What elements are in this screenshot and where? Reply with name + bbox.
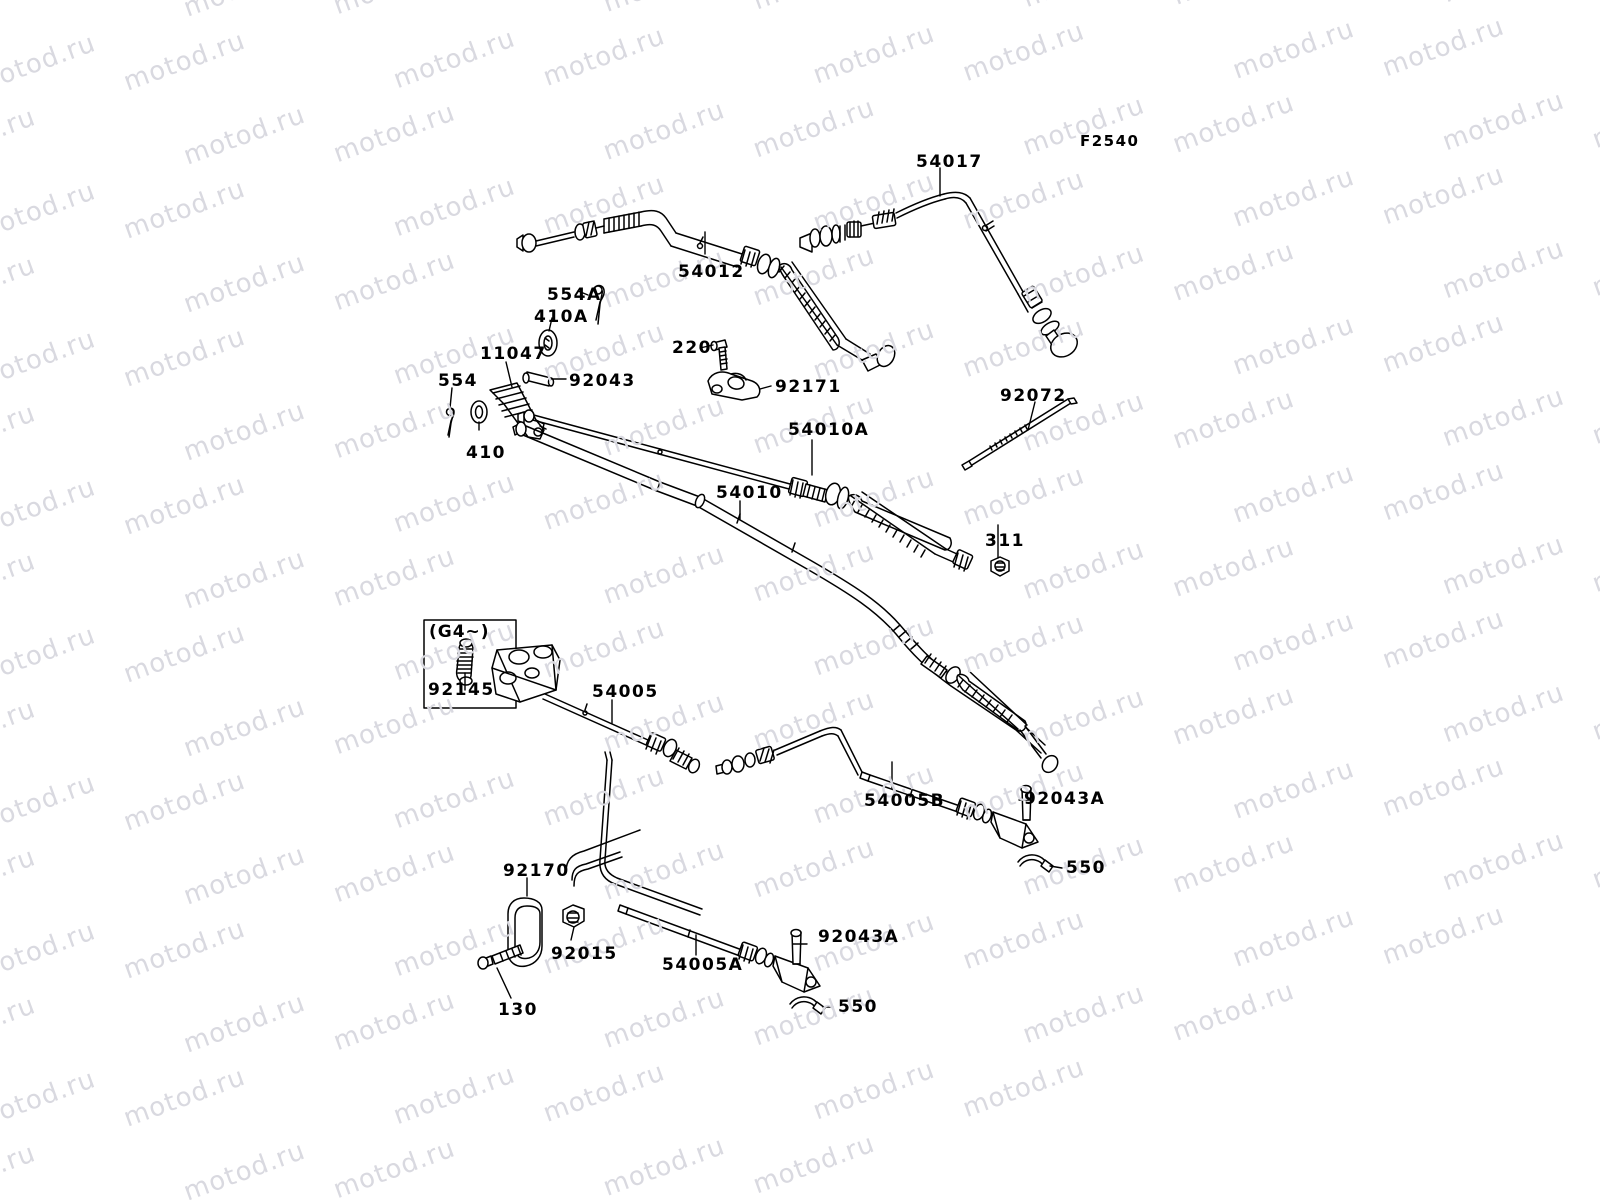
label-550-upper: 550 — [1066, 858, 1106, 878]
diagram-code: F2540 — [1080, 132, 1140, 150]
label-92043: 92043 — [569, 371, 636, 391]
part-92043-pin — [522, 371, 555, 387]
label-92145: 92145 — [428, 680, 495, 700]
part-554A-cotter-pin — [593, 284, 605, 325]
part-410A-washer — [538, 329, 558, 357]
label-92072: 92072 — [1000, 386, 1067, 406]
part-54012-cable — [516, 209, 896, 372]
part-54010A-cable — [517, 409, 974, 572]
part-54005B-cable — [715, 726, 1054, 873]
label-54010: 54010 — [716, 483, 783, 503]
label-410A: 410A — [534, 307, 589, 327]
label-554: 554 — [438, 371, 478, 391]
label-311: 311 — [985, 531, 1025, 551]
part-311-nut — [990, 556, 1010, 577]
part-92015-nut — [562, 904, 585, 928]
label-130: 130 — [498, 1000, 538, 1020]
label-92043A-lower: 92043A — [818, 927, 900, 947]
label-92171: 92171 — [775, 377, 842, 397]
part-54005-cable — [491, 644, 701, 774]
label-54005B: 54005B — [864, 791, 946, 811]
part-92171-clamp — [707, 371, 761, 401]
label-92170: 92170 — [503, 861, 570, 881]
label-54012: 54012 — [678, 262, 745, 282]
part-130-bolt — [477, 944, 524, 970]
part-54010-main-cable — [512, 421, 1059, 774]
label-54017: 54017 — [916, 152, 983, 172]
label-54005A: 54005A — [662, 955, 744, 975]
label-g4-note: (G4~) — [429, 622, 490, 642]
label-410: 410 — [466, 443, 506, 463]
label-11047: 11047 — [480, 344, 547, 364]
label-92015: 92015 — [551, 944, 618, 964]
leader-lines — [449, 167, 1063, 1008]
label-554A: 554A — [547, 285, 602, 305]
label-220: 220 — [672, 338, 712, 358]
label-54005: 54005 — [592, 682, 659, 702]
label-54010A: 54010A — [788, 420, 870, 440]
part-92072-tie-wrap — [961, 397, 1078, 471]
label-92043A-upper: 92043A — [1024, 789, 1106, 809]
label-550-lower: 550 — [838, 997, 878, 1017]
part-54005A-cable — [565, 751, 826, 1015]
part-220-bolt — [710, 339, 728, 371]
part-54017-cable — [799, 191, 1078, 358]
